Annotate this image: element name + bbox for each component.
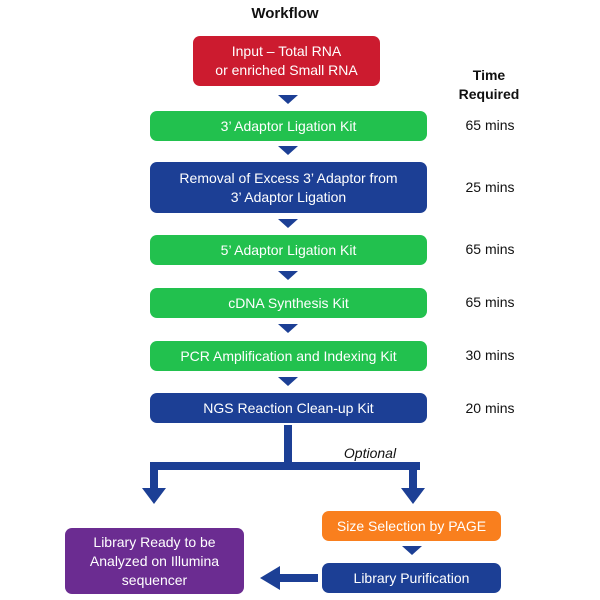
time-3-adaptor-ligation: 65 mins (465, 117, 515, 133)
branch-stem (284, 425, 292, 469)
step-library-ready: Library Ready to be Analyzed on Illumina… (65, 528, 244, 594)
arrow-down-optional (402, 546, 422, 555)
final-arrow-head (260, 566, 280, 590)
branch-left-head (142, 488, 166, 504)
time-removal-excess-adaptor: 25 mins (465, 179, 515, 195)
arrow-down-5 (278, 324, 298, 333)
step-ngs-cleanup: NGS Reaction Clean-up Kit (150, 393, 427, 423)
arrow-down-3 (278, 219, 298, 228)
workflow-title: Workflow (251, 5, 319, 22)
optional-label: Optional (343, 445, 397, 461)
branch-left-drop (150, 462, 158, 491)
step-size-selection: Size Selection by PAGE (322, 511, 501, 541)
time-5-adaptor-ligation: 65 mins (465, 241, 515, 257)
time-ngs-cleanup: 20 mins (465, 400, 515, 416)
time-required-header: Time Required (458, 67, 520, 102)
branch-right-head (401, 488, 425, 504)
step-5-adaptor-ligation: 5’ Adaptor Ligation Kit (150, 235, 427, 265)
branch-right-drop (409, 462, 417, 491)
arrow-down-6 (278, 377, 298, 386)
branch-crossbar (150, 462, 420, 470)
time-pcr-amplification: 30 mins (465, 347, 515, 363)
time-cdna-synthesis: 65 mins (465, 294, 515, 310)
arrow-down-2 (278, 146, 298, 155)
final-arrow-shaft (278, 574, 318, 582)
step-pcr-amplification: PCR Amplification and Indexing Kit (150, 341, 427, 371)
step-3-adaptor-ligation: 3’ Adaptor Ligation Kit (150, 111, 427, 141)
arrow-down-1 (278, 95, 298, 104)
step-library-purification: Library Purification (322, 563, 501, 593)
step-cdna-synthesis: cDNA Synthesis Kit (150, 288, 427, 318)
arrow-down-4 (278, 271, 298, 280)
step-removal-excess-adaptor: Removal of Excess 3’ Adaptor from 3’ Ada… (150, 162, 427, 213)
step-input: Input – Total RNA or enriched Small RNA (193, 36, 380, 86)
